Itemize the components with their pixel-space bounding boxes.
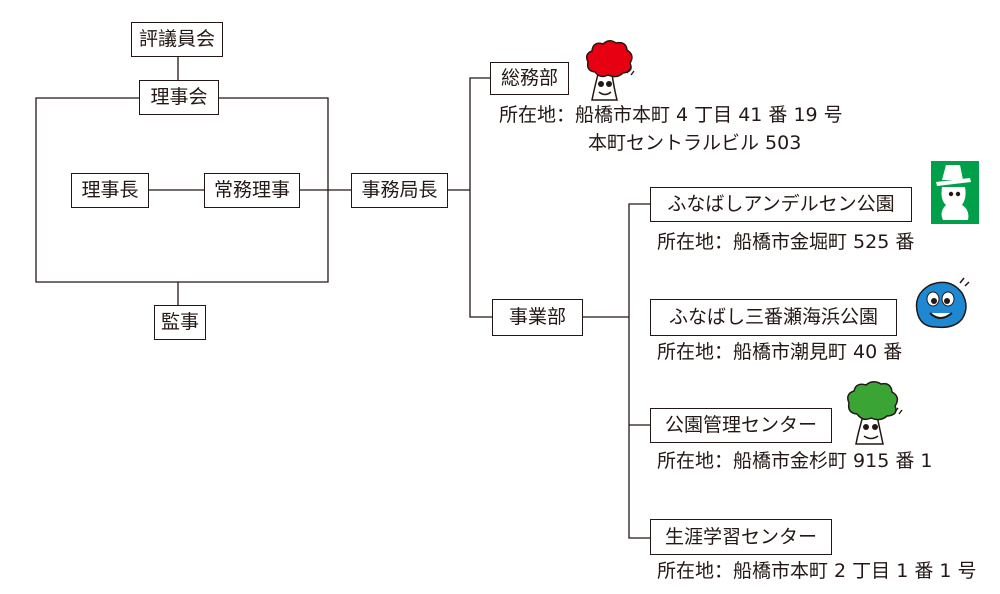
facility-park-management-center: 公園管理センター (650, 408, 832, 443)
board-box: 理事会 (139, 80, 219, 115)
general-affairs-address-line2: 本町セントラルビル 503 (588, 132, 802, 154)
facility-park-management-center-address: 所在地：船橋市金杉町 915 番 1 (657, 450, 933, 472)
secretariat-director-box: 事務局長 (351, 173, 448, 208)
red-tree-mascot-icon (585, 40, 635, 101)
blue-blob-mascot-icon (915, 277, 970, 329)
executive-director-box: 常務理事 (204, 173, 300, 208)
facility-sanbanze-park: ふなばし三番瀬海浜公園 (650, 299, 897, 336)
councilors-box: 評議員会 (131, 22, 223, 57)
facility-sanbanze-park-address: 所在地：船橋市潮見町 40 番 (657, 341, 903, 363)
facility-lifelong-learning-center-address: 所在地：船橋市本町 2 丁目 1 番 1 号 (657, 560, 977, 582)
facility-andersen-park: ふなばしアンデルセン公園 (650, 187, 912, 222)
general-affairs-box: 総務部 (490, 62, 569, 95)
green-tree-mascot-icon (847, 381, 903, 445)
hat-figure-mascot-icon (931, 161, 979, 224)
business-dept-box: 事業部 (492, 299, 583, 336)
facility-andersen-park-address: 所在地：船橋市金堀町 525 番 (657, 231, 915, 253)
facility-lifelong-learning-center: 生涯学習センター (650, 519, 832, 555)
auditor-box: 監事 (154, 305, 206, 340)
general-affairs-address: 所在地：船橋市本町 4 丁目 41 番 19 号 (499, 104, 843, 126)
chairman-box: 理事長 (71, 173, 149, 208)
